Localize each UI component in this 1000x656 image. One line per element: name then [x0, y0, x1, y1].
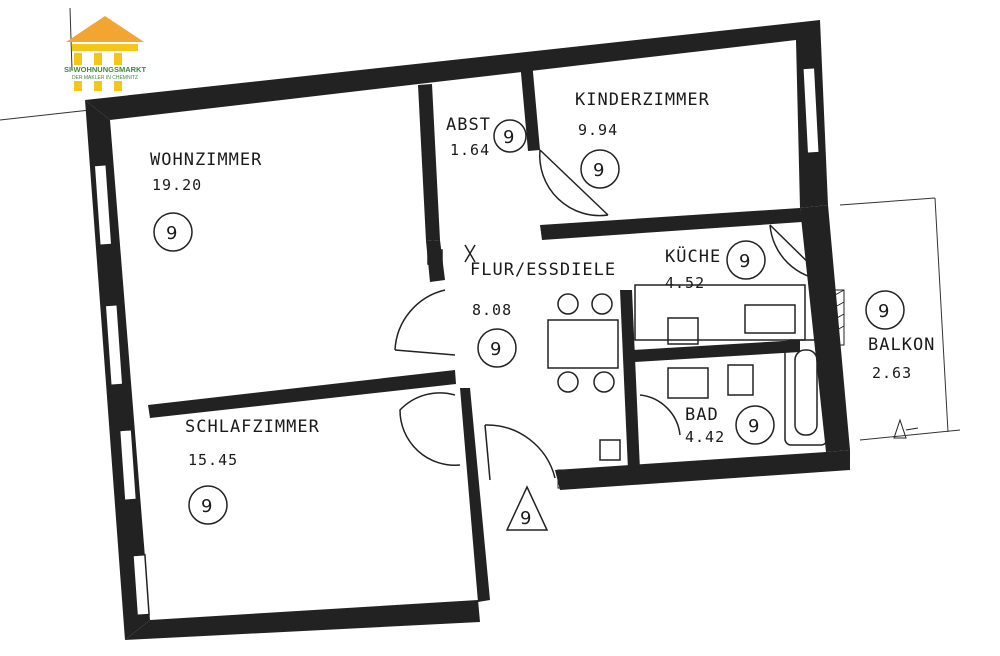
hatched-panels [557, 289, 845, 489]
room-marker-digits: 9 9 9 9 9 9 9 9 9 [166, 127, 889, 529]
marker-digit-kinderzimmer: 9 [593, 160, 604, 181]
room-area-wohnzimmer: 19.20 [152, 176, 202, 194]
marker-digit-wohnzimmer: 9 [166, 223, 177, 244]
windows-left [93, 66, 821, 617]
room-area-abst: 1.64 [450, 141, 490, 159]
logo-pillar [94, 81, 102, 91]
room-area-schlafzimmer: 15.45 [188, 451, 238, 469]
logo-pillar [74, 81, 82, 91]
marker-circle-schlafzimmer [188, 485, 228, 525]
marker-digit-balkon: 9 [878, 301, 889, 322]
logo-pillar [114, 53, 122, 65]
outer-walls [85, 20, 850, 640]
marker-digit-flur: 9 [490, 339, 501, 360]
logo-roof-icon [66, 16, 144, 42]
logo-pillar [94, 53, 102, 65]
logo-pillar [74, 53, 82, 65]
room-area-kinderzimmer: 9.94 [578, 121, 618, 139]
room-name-flur: FLUR/ESSDIELE [470, 260, 616, 280]
marker-circle-abst [493, 119, 527, 153]
shaft-symbol [427, 244, 476, 265]
room-name-bad: BAD [685, 405, 719, 425]
room-area-kueche: 4.52 [665, 274, 705, 292]
construction-lines [0, 7, 961, 441]
room-name-schlafzimmer: SCHLAFZIMMER [185, 417, 320, 437]
marker-digit-bad: 9 [748, 416, 759, 437]
room-area-balkon: 2.63 [872, 364, 912, 382]
marker-circle-balkon [865, 290, 905, 330]
interior-walls [148, 61, 802, 602]
balkon-railing [893, 418, 919, 439]
marker-triangle-entrance [505, 485, 549, 531]
room-name-abst: ABST [446, 115, 491, 135]
logo-brand-text: SI-WOHNUNGSMARKT [64, 65, 146, 74]
marker-circle-bad [735, 405, 775, 445]
marker-digit-kueche: 9 [739, 251, 750, 272]
door-swings [394, 149, 827, 481]
marker-circle-kueche [726, 240, 766, 280]
room-name-kueche: KÜCHE [665, 245, 721, 267]
room-markers [153, 119, 905, 531]
brand-logo: SI-WOHNUNGSMARKT DER MAKLER IN CHEMNITZ [64, 16, 146, 91]
marker-digit-abst: 9 [503, 127, 514, 148]
room-name-balkon: BALKON [868, 335, 935, 355]
marker-circle-wohnzimmer [153, 212, 193, 252]
logo-beam [72, 44, 138, 51]
room-area-bad: 4.42 [685, 428, 725, 446]
room-name-kinderzimmer: KINDERZIMMER [575, 90, 710, 110]
fixtures [547, 284, 828, 461]
logo-pillar [114, 81, 122, 91]
marker-digit-entrance: 9 [520, 508, 531, 529]
room-name-wohnzimmer: WOHNZIMMER [150, 150, 262, 170]
room-labels: WOHNZIMMER 19.20 SCHLAFZIMMER 15.45 ABST… [150, 90, 935, 469]
marker-circle-kinderzimmer [580, 149, 620, 189]
marker-circle-flur [477, 328, 517, 368]
room-area-flur: 8.08 [472, 301, 512, 319]
marker-digit-schlafzimmer: 9 [201, 496, 212, 517]
logo-tagline: DER MAKLER IN CHEMNITZ [72, 75, 138, 81]
